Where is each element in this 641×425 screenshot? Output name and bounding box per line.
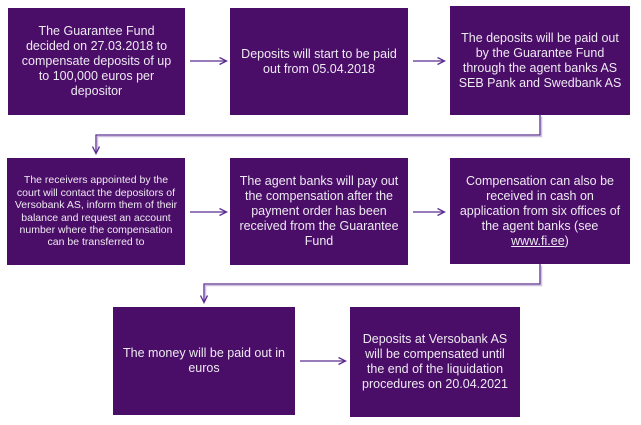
flow-box-text: Compensation can also be received in cas… (457, 174, 623, 249)
flow-box-text: The receivers appointed by the court wil… (14, 174, 178, 249)
flow-box-compensation-deadline: Deposits at Versobank AS will be compens… (350, 307, 520, 417)
flow-box-text: Deposits will start to be paid out from … (241, 46, 397, 76)
connector-elbow-down-icon (204, 264, 541, 302)
flow-box-guarantee-fund-decision: The Guarantee Fund decided on 27.03.2018… (8, 8, 185, 115)
flow-box-text-before: Compensation can also be received in cas… (459, 173, 621, 233)
flow-box-paid-in-euros: The money will be paid out in euros (113, 307, 295, 415)
flow-box-agent-banks: The deposits will be paid out by the Gua… (450, 6, 630, 115)
flow-box-payout-start-date: Deposits will start to be paid out from … (230, 8, 408, 115)
connector-elbow-down-icon (96, 115, 541, 153)
flow-box-text: The money will be paid out in euros (123, 346, 285, 375)
flow-box-text: The deposits will be paid out by the Gua… (458, 30, 622, 90)
flow-box-text: The Guarantee Fund decided on 27.03.2018… (21, 24, 172, 98)
flow-box-payment-order: The agent banks will pay out the compens… (230, 158, 408, 265)
flow-box-text: Deposits at Versobank AS will be compens… (362, 332, 508, 391)
flow-box-cash-offices: Compensation can also be received in cas… (450, 158, 630, 264)
flow-box-text-after: ) (564, 233, 569, 248)
flow-box-receivers-contact: The receivers appointed by the court wil… (7, 158, 185, 265)
flow-box-text: The agent banks will pay out the compens… (239, 174, 399, 248)
fi-ee-link[interactable]: www.fi.ee (511, 233, 565, 248)
